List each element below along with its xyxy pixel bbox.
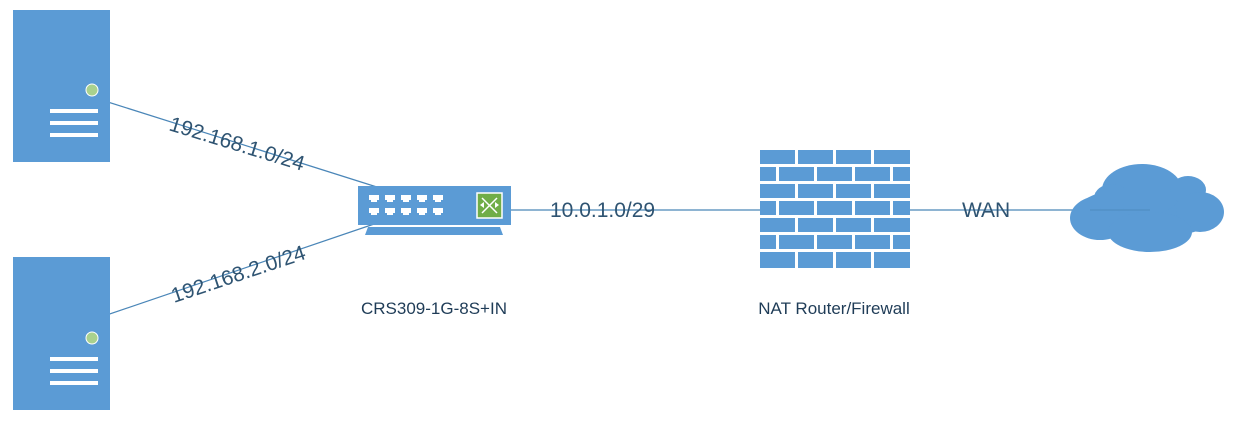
firewall-icon <box>760 150 910 268</box>
link-line-server2 <box>91 221 381 321</box>
link-label-wan: WAN <box>962 199 1010 222</box>
status-led-icon <box>85 83 99 97</box>
cloud-icon <box>1070 164 1224 252</box>
link-label-server1: 192.168.1.0/24 <box>167 113 308 176</box>
status-led-icon <box>85 331 99 345</box>
link-label-switch-router: 10.0.1.0/29 <box>550 199 655 222</box>
uplink-port-icon <box>476 192 503 219</box>
server-icon <box>13 257 110 410</box>
server-icon <box>13 10 110 162</box>
link-label-server2: 192.168.2.0/24 <box>168 241 308 307</box>
router-label: NAT Router/Firewall <box>758 299 909 318</box>
switch-label: CRS309-1G-8S+IN <box>361 299 507 318</box>
switch-icon <box>358 186 511 235</box>
link-line-server1 <box>91 96 381 189</box>
